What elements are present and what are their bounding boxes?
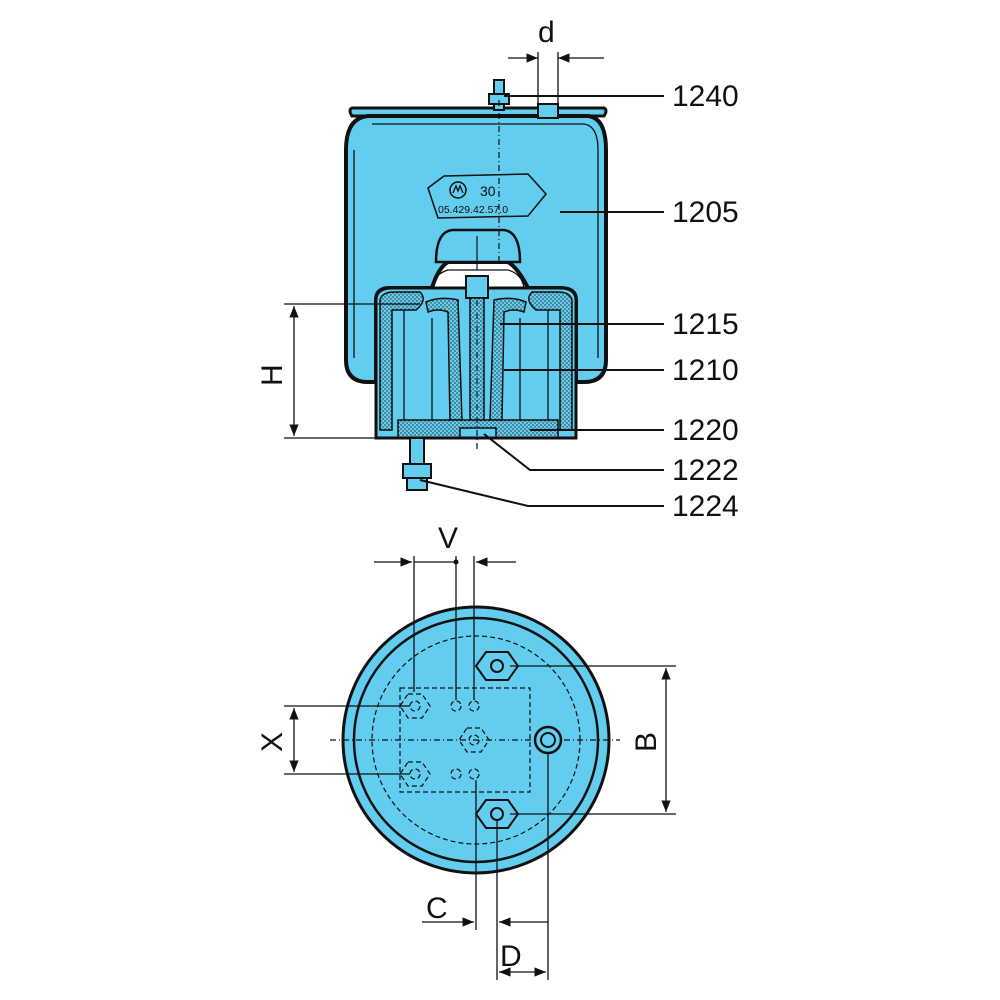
label-1224: 1224 [672, 490, 739, 523]
label-1222: 1222 [672, 454, 739, 487]
dimension-H: H [256, 303, 420, 439]
air-connection [533, 725, 563, 755]
dim-D-label: D [500, 940, 522, 973]
dimension-X: X [256, 705, 410, 775]
hex-nut-top [474, 651, 520, 681]
dim-X-label: X [256, 732, 289, 752]
bumper [434, 228, 522, 264]
dimension-B: B [510, 665, 676, 815]
dimension-D: D [499, 754, 549, 980]
dimension-V: V [374, 522, 516, 700]
label-1215: 1215 [672, 308, 739, 341]
dimension-d: d [508, 16, 604, 112]
dim-V-label: V [438, 522, 458, 555]
part-labels: 1240 1205 1215 1210 1220 1222 1224 [672, 80, 739, 523]
dim-d-label: d [538, 16, 555, 49]
side-leaders [419, 95, 664, 507]
label-1205: 1205 [672, 196, 739, 229]
dim-B-label: B [630, 732, 663, 752]
marking-part-code: 05.429.42.57.0 [438, 204, 508, 216]
dim-H-label: H [256, 364, 289, 386]
dimension-C: C [422, 780, 548, 980]
marking-number: 30 [480, 183, 496, 199]
dim-C-label: C [426, 892, 448, 925]
label-1220: 1220 [672, 414, 739, 447]
marking-plate [427, 173, 547, 219]
label-1240: 1240 [672, 80, 739, 113]
side-view: 30 05.429.42.57.0 [344, 79, 608, 491]
label-1210: 1210 [672, 354, 739, 387]
top-view [330, 605, 620, 875]
